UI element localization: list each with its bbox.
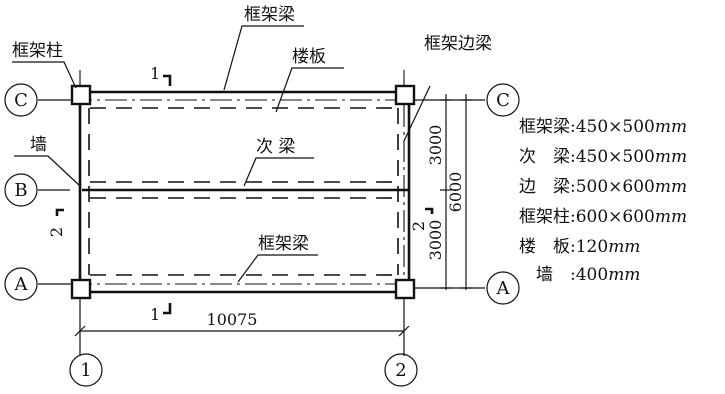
- axis-1: 1: [80, 360, 91, 381]
- callouts: 框架梁 框架柱 楼板 框架边梁 墙 次 梁 框架梁: [12, 5, 492, 283]
- spec-row: 框架梁:450×500mm: [519, 117, 687, 137]
- column-a2: [394, 278, 416, 300]
- label-wall: 墙: [30, 135, 47, 155]
- label-frame-beam-bottom: 框架梁: [258, 234, 309, 254]
- dimension-total-height: 6000: [446, 172, 465, 213]
- label-slab: 楼板: [292, 47, 326, 67]
- section-mark-left: 2: [47, 227, 66, 237]
- spec-row: 边 梁:500×600mm: [519, 177, 687, 197]
- section-marks: 1 1 2 2: [47, 64, 434, 324]
- axis-b-left: B: [14, 180, 27, 201]
- dimension-width: 10075: [207, 310, 258, 329]
- spec-row: 次 梁:450×500mm: [519, 147, 687, 167]
- axis-a-left: A: [14, 274, 29, 295]
- section-mark-bottom: 1: [150, 305, 160, 324]
- label-frame-edge-beam: 框架边梁: [424, 34, 492, 54]
- spec-row: 楼 板:120mm: [519, 237, 640, 257]
- label-secondary-beam: 次 梁: [256, 137, 295, 157]
- column-a1: [70, 278, 92, 300]
- spec-row: 墙 :400mm: [519, 265, 640, 285]
- column-c1: [70, 84, 92, 106]
- dimension-span-bc: 3000: [426, 125, 445, 166]
- row-axes: C B A C A: [4, 83, 520, 305]
- axis-a-right: A: [496, 278, 511, 299]
- dimensions: 10075 3000 3000 6000: [74, 94, 472, 337]
- axis-c-right: C: [496, 90, 510, 111]
- column-axes: 1 2: [69, 300, 418, 387]
- section-mark-right: 2: [409, 221, 428, 231]
- column-c2: [394, 84, 416, 106]
- spec-list: 框架梁:450×500mm 次 梁:450×500mm 边 梁:500×600m…: [519, 117, 687, 285]
- axis-2: 2: [395, 360, 406, 381]
- axis-c-left: C: [14, 90, 28, 111]
- section-mark-top: 1: [150, 64, 160, 83]
- spec-row: 框架柱:600×600mm: [519, 207, 687, 227]
- beam-lines: [70, 70, 415, 300]
- columns: [70, 84, 416, 300]
- label-frame-beam-top: 框架梁: [244, 5, 295, 25]
- label-frame-column: 框架柱: [12, 41, 63, 61]
- dimension-span-ab: 3000: [426, 220, 445, 261]
